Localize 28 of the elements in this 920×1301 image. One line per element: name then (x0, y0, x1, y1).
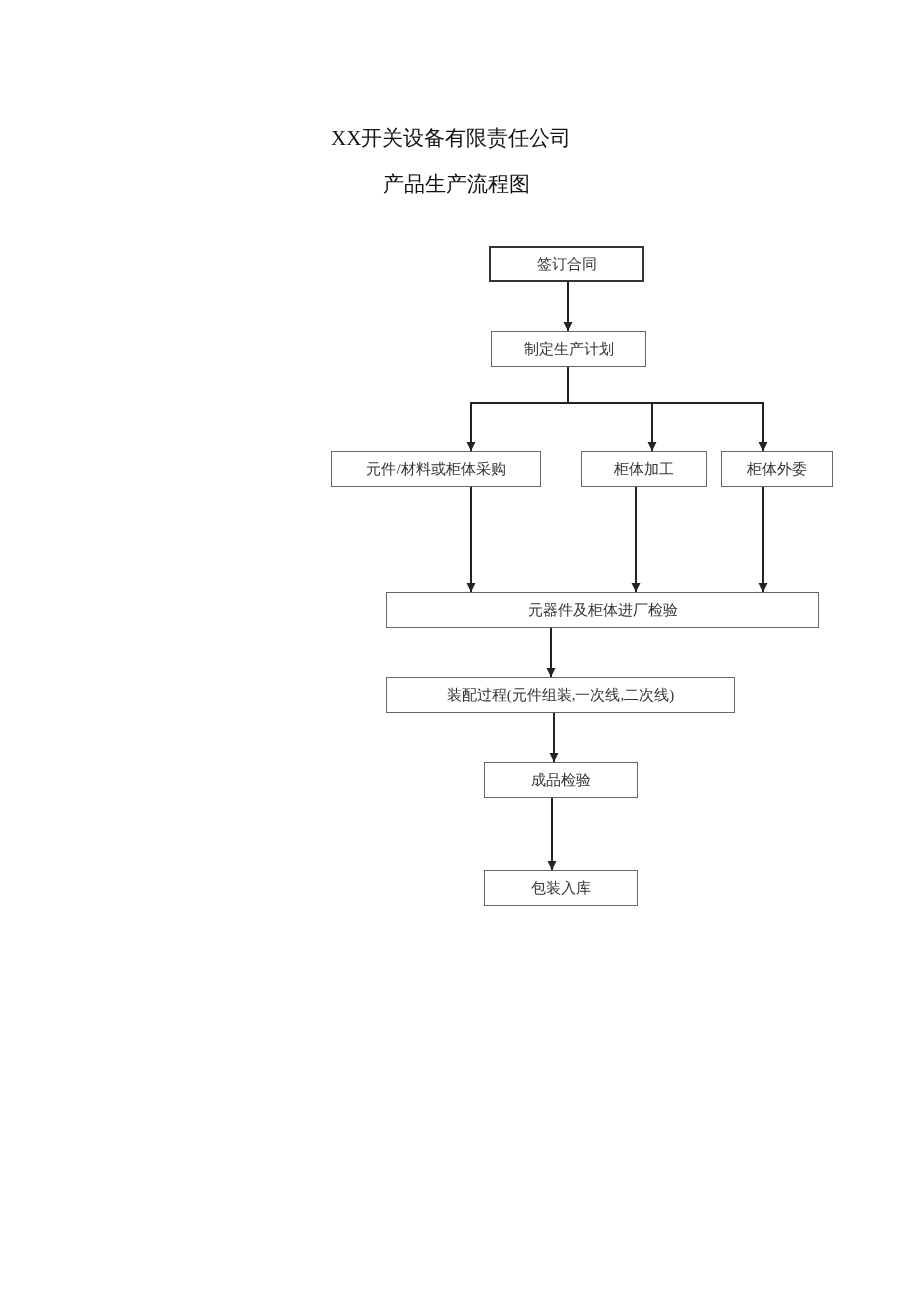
arrow (547, 797, 557, 871)
process-box (581, 451, 707, 487)
arrow (466, 486, 476, 593)
box-label: 元器件及柜体进厂检验 (527, 600, 678, 620)
process-box (386, 677, 735, 713)
arrow (758, 486, 768, 593)
box-label: 元件/材料或柜体采购 (366, 459, 506, 479)
box-label: 签订合同 (536, 254, 597, 274)
subtitle: 产品生产流程图 (383, 171, 530, 198)
box-label: 制定生产计划 (523, 339, 614, 359)
box-label: 装配过程(元件组装,一次线,二次线) (446, 685, 675, 705)
process-box (721, 451, 833, 487)
arrow (563, 281, 573, 332)
process-box (331, 451, 541, 487)
arrow (549, 712, 559, 763)
process-box (491, 331, 646, 367)
box-label: 柜体外委 (747, 459, 807, 479)
arrow (567, 366, 768, 452)
arrow (631, 486, 641, 593)
title: XX开关设备有限责任公司 (331, 125, 572, 152)
box-label: 包装入库 (531, 878, 591, 898)
process-box (484, 870, 638, 906)
box-label: 成品检验 (531, 770, 591, 790)
process-box (484, 762, 638, 798)
process-box (489, 246, 644, 282)
arrow (546, 627, 556, 678)
box-label: 柜体加工 (614, 459, 674, 479)
process-box (386, 592, 819, 628)
